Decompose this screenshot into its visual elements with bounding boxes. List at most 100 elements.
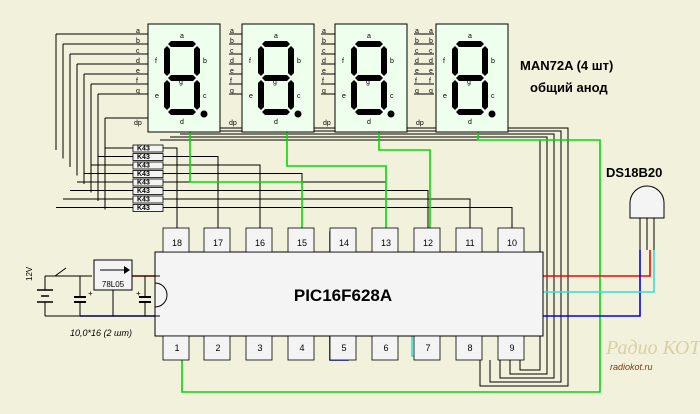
pin-top-label-17: 17 <box>213 238 223 248</box>
anode-wire-2 <box>286 132 387 228</box>
dp-label-0: dp <box>229 120 237 127</box>
seg-label-g: g <box>273 79 277 86</box>
inter-label-d: d <box>322 58 326 65</box>
dp-label-1: dp <box>323 120 331 127</box>
resistor-label-7: K43 <box>137 197 150 204</box>
segment-h-2 <box>262 109 290 115</box>
seg-label-e: e <box>155 93 159 100</box>
inter-label-g: g <box>230 88 234 95</box>
segment-h-0 <box>355 41 383 47</box>
pin-top-17 <box>203 227 231 253</box>
inter-label-c: c <box>322 48 326 55</box>
inter-label-f: f <box>322 78 324 85</box>
power-switch <box>54 267 67 277</box>
segment-v-1 <box>381 46 387 76</box>
inter-label-c: c <box>429 48 433 55</box>
seg-label-d: d <box>367 119 371 126</box>
anode-wire-1 <box>189 132 303 228</box>
pin-top-11 <box>455 227 483 253</box>
resistor-label-8: K43 <box>137 205 150 212</box>
pin-bottom-2 <box>203 335 231 361</box>
pin-bottom-label-4: 4 <box>299 343 304 353</box>
inter-label-a: a <box>322 28 326 35</box>
seg-label-b: b <box>297 58 301 65</box>
segment-h-0 <box>262 41 290 47</box>
inter-label-c: c <box>415 48 419 55</box>
segment-h-2 <box>355 109 383 115</box>
segment-h-1 <box>456 75 484 81</box>
seg-label-g: g <box>366 79 370 86</box>
seg-label-d: d <box>468 119 472 126</box>
segment-h-0 <box>456 41 484 47</box>
pin-top-label-14: 14 <box>339 238 349 248</box>
capacitor-label: 10,0*16 (2 шт) <box>70 328 132 338</box>
resistor-out-1 <box>163 147 178 228</box>
inter-label-b: b <box>322 38 326 45</box>
decimal-point <box>387 110 395 118</box>
seg-label-a: a <box>274 33 278 40</box>
pin-top-10 <box>497 227 525 253</box>
seg-label-c: c <box>297 93 301 100</box>
pin-bottom-label-1: 1 <box>174 343 179 353</box>
sensor-name: DS18B20 <box>606 165 662 180</box>
decimal-point <box>294 110 302 118</box>
inter-label-b: b <box>415 38 419 45</box>
seg-label-f: f <box>443 58 445 65</box>
inter-label-d: d <box>415 58 419 65</box>
seg-label-c: c <box>390 93 394 100</box>
bus-label-dp: dp <box>134 120 142 127</box>
temperature-sensor: DS18B20 <box>606 165 665 250</box>
bus-label-g: g <box>136 88 140 95</box>
return-wire-1 <box>160 139 541 371</box>
pin-top-label-10: 10 <box>507 238 517 248</box>
inter-label-d: d <box>230 58 234 65</box>
pin-bottom-6 <box>371 335 399 361</box>
pin-bottom-4 <box>287 335 315 361</box>
segment-v-3 <box>288 80 294 110</box>
seg-label-b: b <box>203 58 207 65</box>
segment-h-1 <box>168 75 196 81</box>
segment-h-1 <box>355 75 383 81</box>
inter-label-f: f <box>415 78 417 85</box>
resistor-5 <box>132 178 164 187</box>
wiring: aaaaaaabbbbbbbcccccccdddddddeeeeeeefffff… <box>55 28 569 387</box>
inter-label-e: e <box>429 68 433 75</box>
inter-label-e: e <box>230 68 234 75</box>
capacitor-2-plus: + <box>136 289 141 298</box>
bus-label-e: e <box>136 68 140 75</box>
mcu-notch <box>154 282 168 308</box>
capacitor-1-plate <box>74 296 86 298</box>
segment-v-0 <box>258 46 264 76</box>
pin-bottom-label-2: 2 <box>215 343 220 353</box>
inter-label-g: g <box>429 88 433 95</box>
pin-bottom-3 <box>245 335 273 361</box>
seg-label-e: e <box>443 93 447 100</box>
pin-bottom-label-8: 8 <box>467 343 472 353</box>
seg-label-e: e <box>249 93 253 100</box>
segment-v-0 <box>164 46 170 76</box>
pin-bottom-1 <box>162 335 190 361</box>
inter-label-a: a <box>415 28 419 35</box>
inter-label-c: c <box>230 48 234 55</box>
return-wire-3 <box>180 133 555 379</box>
inter-label-d: d <box>429 58 433 65</box>
seg-label-a: a <box>367 33 371 40</box>
seg-label-d: d <box>274 119 278 126</box>
pin-top-13 <box>371 227 399 253</box>
pin-bottom-7 <box>413 335 441 361</box>
resistor-out-5 <box>163 181 387 228</box>
segment-v-0 <box>452 46 458 76</box>
resistor-out-2 <box>163 156 219 228</box>
pin-top-label-15: 15 <box>297 238 307 248</box>
segment-v-2 <box>452 80 458 110</box>
segment-v-3 <box>482 80 488 110</box>
capacitor-2-plate <box>139 296 151 298</box>
pin-top-label-16: 16 <box>255 238 265 248</box>
